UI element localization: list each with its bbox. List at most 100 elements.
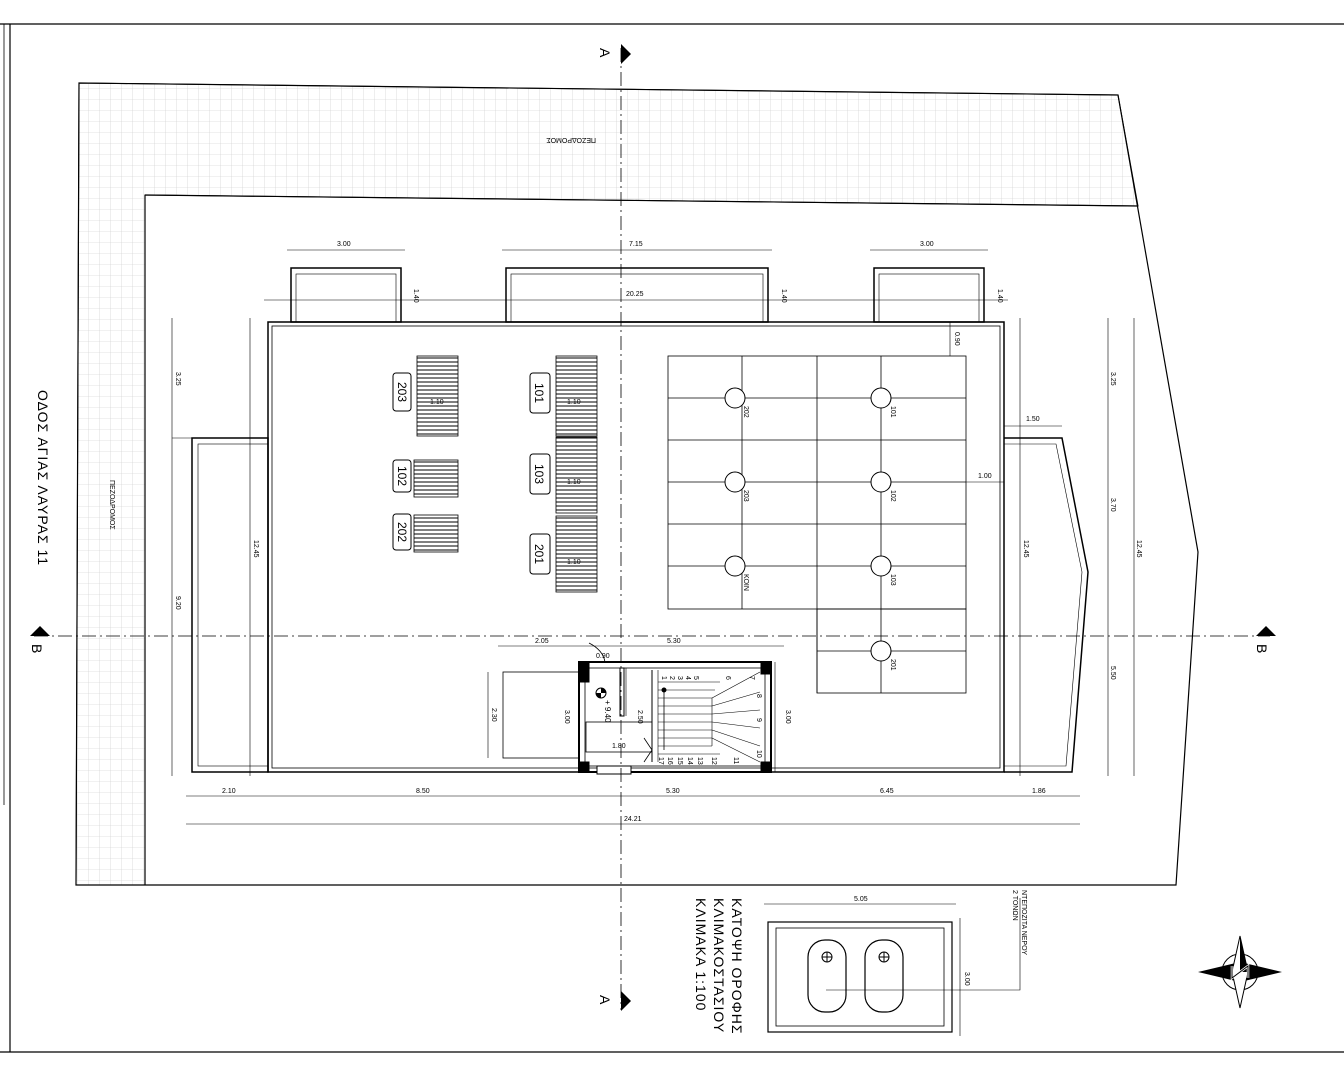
dim-250: 2.50	[636, 710, 643, 724]
section-b-right: B	[1254, 644, 1270, 654]
dim-850: 8.50	[416, 788, 430, 795]
roof-units-grid	[667, 355, 967, 694]
step-number: 6	[724, 676, 731, 680]
water-tanks	[764, 898, 1021, 1036]
dim-140b: 1.40	[780, 289, 787, 303]
dim-1245r: 12.45	[1022, 540, 1029, 558]
panel-spacing-1: 1.10	[430, 399, 444, 406]
title-line-1: ΚΑΤΟΨΗ ΟΡΟΦΗΣ	[729, 898, 745, 1035]
unit-label-102: 102	[889, 490, 896, 502]
unit-markers	[724, 387, 892, 662]
plot-boundary	[75, 82, 1199, 886]
dim-300e: 3.00	[963, 972, 970, 986]
dim-300b: 3.00	[920, 241, 934, 248]
tank-note-2: 2 ΤΟΝΩΝ	[1011, 890, 1018, 921]
step-number: 3	[676, 676, 683, 680]
step-number: 2	[668, 676, 675, 680]
step-number: 9	[755, 718, 762, 722]
dim-370: 3.70	[1109, 498, 1116, 512]
step-number: 17	[657, 757, 664, 765]
drawing-title: ΚΑΤΟΨΗ ΟΡΟΦΗΣ ΚΛΙΜΑΚΟΣΤΑΣΙΟΥ ΚΛΙΜΑΚΑ 1:1…	[693, 898, 745, 1035]
dim-920: 9.20	[174, 596, 181, 610]
title-line-3: ΚΛΙΜΑΚΑ 1:100	[693, 898, 709, 1011]
step-number: 14	[686, 757, 693, 765]
section-markers: A A B B	[29, 44, 1276, 1011]
title-line-2: ΚΛΙΜΑΚΟΣΤΑΣΙΟΥ	[711, 898, 727, 1033]
step-number: 12	[710, 757, 717, 765]
dim-715: 7.15	[629, 241, 643, 248]
section-b-left: B	[29, 644, 45, 654]
dim-090a: 0.90	[953, 332, 960, 346]
step-number: 10	[755, 750, 762, 758]
step-number: 15	[676, 757, 683, 765]
sheet-frame	[0, 23, 1344, 1053]
sidewalk-label-top: ΠΕΖΟΔΡΟΜΟΣ	[546, 136, 596, 143]
solar-label-4: 103	[532, 464, 546, 484]
unit-label-202: 202	[742, 406, 749, 418]
unit-label-201: 201	[889, 659, 896, 671]
step-number: 13	[696, 757, 703, 765]
step-number: 8	[755, 694, 762, 698]
step-number: 5	[692, 676, 699, 680]
dim-530b: 5.30	[666, 788, 680, 795]
dim-100: 1.00	[978, 473, 992, 480]
level-marker: + 9.40	[595, 687, 612, 723]
unit-label-103: 103	[889, 574, 896, 586]
street-labels: ΟΔΟΣ ΑΓΙΑΣ ΛΑΥΡΑΣ 11 ΠΕΖΟΔΡΟΜΟΣ ΠΕΖΟΔΡΟΜ…	[35, 136, 596, 566]
dim-180: 1.80	[612, 743, 626, 750]
dimension-texts: 3.00 7.15 3.00 20.25 1.40 1.40 1.40 0.90…	[174, 241, 1142, 823]
dim-090b: 0.90	[596, 653, 610, 660]
dim-325l: 3.25	[174, 372, 181, 386]
dim-1245rr: 12.45	[1135, 540, 1142, 558]
tank-note-1: ΝΤΕΠΟΖΙΤΑ ΝΕΡΟΥ	[1020, 890, 1027, 955]
dim-140c: 1.40	[996, 289, 1003, 303]
solar-labels: 203 101 102 103 202 201 1.10 1.10 1.10 1…	[392, 372, 581, 575]
dim-530t: 5.30	[667, 638, 681, 645]
solar-label-6: 201	[532, 544, 546, 564]
building-outline	[191, 267, 1089, 773]
solar-label-2: 101	[532, 383, 546, 403]
panel-spacing-3: 1.10	[567, 479, 581, 486]
dim-300c: 3.00	[563, 710, 570, 724]
street-name: ΟΔΟΣ ΑΓΙΑΣ ΛΑΥΡΑΣ 11	[35, 390, 51, 566]
unit-label-koin: ΚΟΙΝ	[742, 574, 749, 591]
sidewalk-label-left: ΠΕΖΟΔΡΟΜΟΣ	[108, 480, 115, 530]
dim-150: 1.50	[1026, 416, 1040, 423]
panel-spacing-2: 1.10	[567, 399, 581, 406]
dim-2025: 20.25	[626, 291, 644, 298]
dim-300d: 3.00	[784, 710, 791, 724]
tank-labels: 5.05 3.00 ΝΤΕΠΟΖΙΤΑ ΝΕΡΟΥ 2 ΤΟΝΩΝ	[854, 890, 1027, 986]
stair-step-numbers: 1 2 3 4 5 6 7 8 9 10 11 12 13 14 15 16 1…	[657, 676, 762, 765]
sidewalk-area	[75, 82, 1139, 886]
dim-210: 2.10	[222, 788, 236, 795]
unit-label-101: 101	[889, 406, 896, 418]
dim-1245l: 12.45	[252, 540, 259, 558]
dim-205: 2.05	[535, 638, 549, 645]
solar-label-1: 203	[395, 382, 409, 402]
step-number: 11	[732, 757, 739, 764]
solar-label-5: 202	[395, 522, 409, 542]
solar-panels	[413, 355, 598, 593]
unit-label-203: 203	[742, 490, 749, 502]
step-number: 4	[684, 676, 691, 680]
dim-2421: 24.21	[624, 816, 642, 823]
section-a-bottom: A	[597, 995, 613, 1005]
step-number: 7	[748, 676, 755, 680]
dim-300a: 3.00	[337, 241, 351, 248]
level-value: + 9.40	[603, 700, 612, 723]
dim-505: 5.05	[854, 896, 868, 903]
dim-550: 5.50	[1109, 666, 1116, 680]
panel-spacing-4: 1.10	[567, 559, 581, 566]
dim-186: 1.86	[1032, 788, 1046, 795]
section-axes	[34, 48, 1270, 1010]
dimension-lines	[171, 249, 1135, 825]
step-number: 1	[660, 676, 667, 680]
dim-325r: 3.25	[1109, 372, 1116, 386]
north-arrow-icon	[1198, 935, 1282, 1009]
solar-label-3: 102	[395, 466, 409, 486]
step-number: 16	[666, 757, 673, 765]
dim-230: 2.30	[490, 708, 497, 722]
landing-slab	[502, 671, 653, 759]
stairwell	[578, 642, 772, 775]
